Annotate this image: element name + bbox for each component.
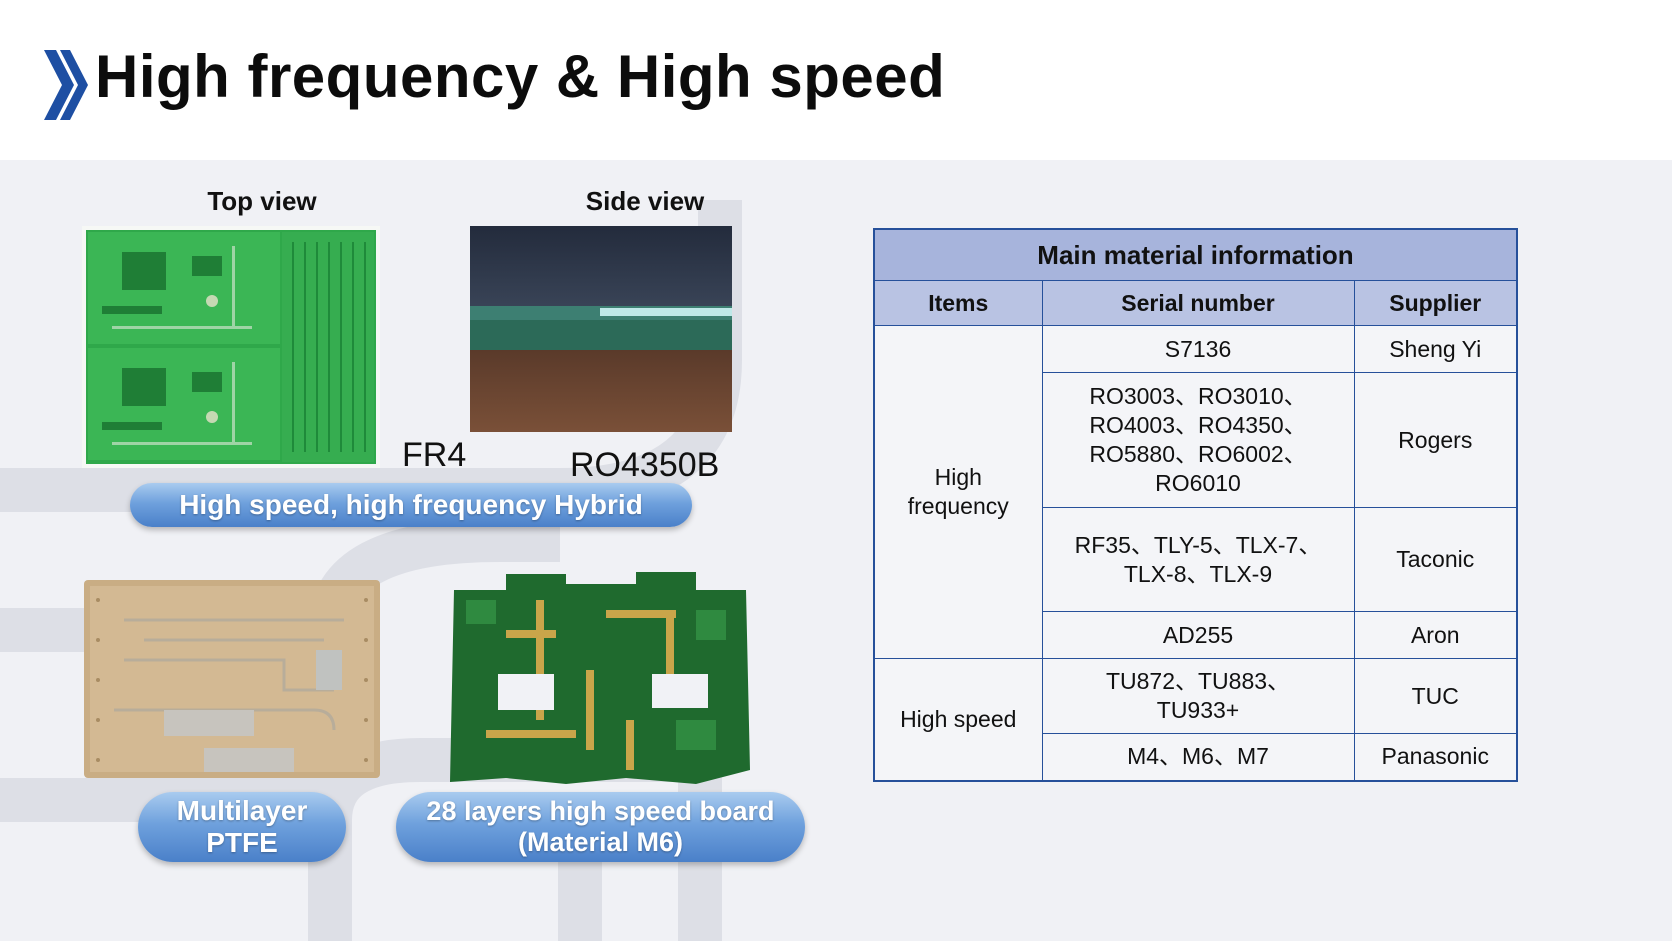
side-view-caption: Side view bbox=[585, 186, 705, 216]
fr4-top-view-photo bbox=[82, 226, 380, 468]
double-chevron-right-icon bbox=[44, 50, 88, 120]
supplier-cell: Panasonic bbox=[1353, 733, 1518, 781]
item-high-frequency-line1: High bbox=[934, 464, 982, 490]
serial-line: RO4003、RO4350、 bbox=[1089, 412, 1307, 438]
table-row: High speed TU872、TU883、 TU933+ TUC bbox=[873, 658, 1518, 781]
fr4-label: FR4 bbox=[402, 436, 467, 474]
slide-header: High frequency & High speed bbox=[0, 0, 1672, 160]
ro4350b-label: RO4350B bbox=[570, 446, 720, 484]
serial-cell: RF35、TLY-5、TLX-7、 TLX-8、TLX-9 bbox=[1041, 507, 1355, 612]
serial-line: RO6010 bbox=[1155, 470, 1241, 496]
item-high-frequency-line2: frequency bbox=[907, 493, 1009, 519]
supplier-cell: Sheng Yi bbox=[1353, 325, 1518, 373]
header-serial-number: Serial number bbox=[1041, 280, 1355, 326]
supplier-cell: Taconic bbox=[1353, 507, 1518, 612]
item-high-frequency: High frequency bbox=[873, 325, 1043, 659]
serial-line: AD255 bbox=[1162, 621, 1234, 648]
m6-pill: 28 layers high speed board (Material M6) bbox=[396, 792, 805, 862]
serial-cell: M4、M6、M7 bbox=[1041, 733, 1355, 781]
serial-cell: TU872、TU883、 TU933+ bbox=[1041, 658, 1355, 734]
serial-line: TLX-8、TLX-9 bbox=[1123, 560, 1273, 587]
table-row: RO3003、RO3010、 RO4003、RO4350、 RO5880、RO6… bbox=[874, 372, 1518, 508]
ro4350b-side-view-photo bbox=[470, 226, 732, 432]
table-row: High frequency S7136 Sheng Yi bbox=[873, 325, 1518, 659]
hybrid-pill-text: High speed, high frequency Hybrid bbox=[179, 488, 643, 520]
serial-cell: AD255 bbox=[1041, 611, 1355, 659]
table-row: RF35、TLY-5、TLX-7、 TLX-8、TLX-9 Taconic bbox=[874, 507, 1518, 612]
ptfe-pill: Multilayer PTFE bbox=[138, 792, 346, 862]
top-view-caption: Top view bbox=[207, 186, 317, 216]
serial-line: TU872、TU883、 bbox=[1105, 668, 1291, 694]
ptfe-pill-line2: PTFE bbox=[206, 827, 278, 858]
m6-pill-line2: (Material M6) bbox=[517, 827, 684, 857]
serial-line: RO5880、RO6002、 bbox=[1089, 441, 1307, 467]
serial-cell: RO3003、RO3010、 RO4003、RO4350、 RO5880、RO6… bbox=[1041, 372, 1355, 508]
serial-line: TU933+ bbox=[1156, 697, 1240, 723]
table-row: M4、M6、M7 Panasonic bbox=[874, 733, 1518, 781]
item-high-speed-line1: High speed bbox=[900, 705, 1017, 732]
slide-title: High frequency & High speed bbox=[95, 43, 946, 110]
table-caption: Main material information bbox=[873, 228, 1518, 281]
hybrid-pill: High speed, high frequency Hybrid bbox=[130, 483, 692, 527]
serial-line: RO3003、RO3010、 bbox=[1089, 383, 1307, 409]
header-supplier: Supplier bbox=[1353, 280, 1518, 326]
header-items: Items bbox=[873, 280, 1043, 326]
supplier-cell: TUC bbox=[1353, 658, 1518, 734]
ptfe-pill-line1: Multilayer bbox=[176, 794, 308, 826]
table-header-row: Items Serial number Supplier bbox=[873, 280, 1518, 326]
m6-board-photo bbox=[450, 572, 750, 784]
m6-pill-line1: 28 layers high speed board bbox=[426, 795, 775, 826]
serial-line: S7136 bbox=[1164, 335, 1232, 362]
table-caption-row: Main material information bbox=[873, 228, 1518, 281]
serial-line: M4、M6、M7 bbox=[1127, 743, 1269, 770]
ptfe-board-photo bbox=[84, 580, 380, 778]
supplier-cell: Aron bbox=[1353, 611, 1518, 659]
item-high-speed: High speed bbox=[873, 658, 1043, 781]
serial-line: RF35、TLY-5、TLX-7、 bbox=[1074, 531, 1322, 558]
supplier-cell: Rogers bbox=[1353, 372, 1518, 508]
material-table: Main material information Items Serial n… bbox=[873, 228, 1518, 782]
serial-cell: S7136 bbox=[1041, 325, 1355, 373]
